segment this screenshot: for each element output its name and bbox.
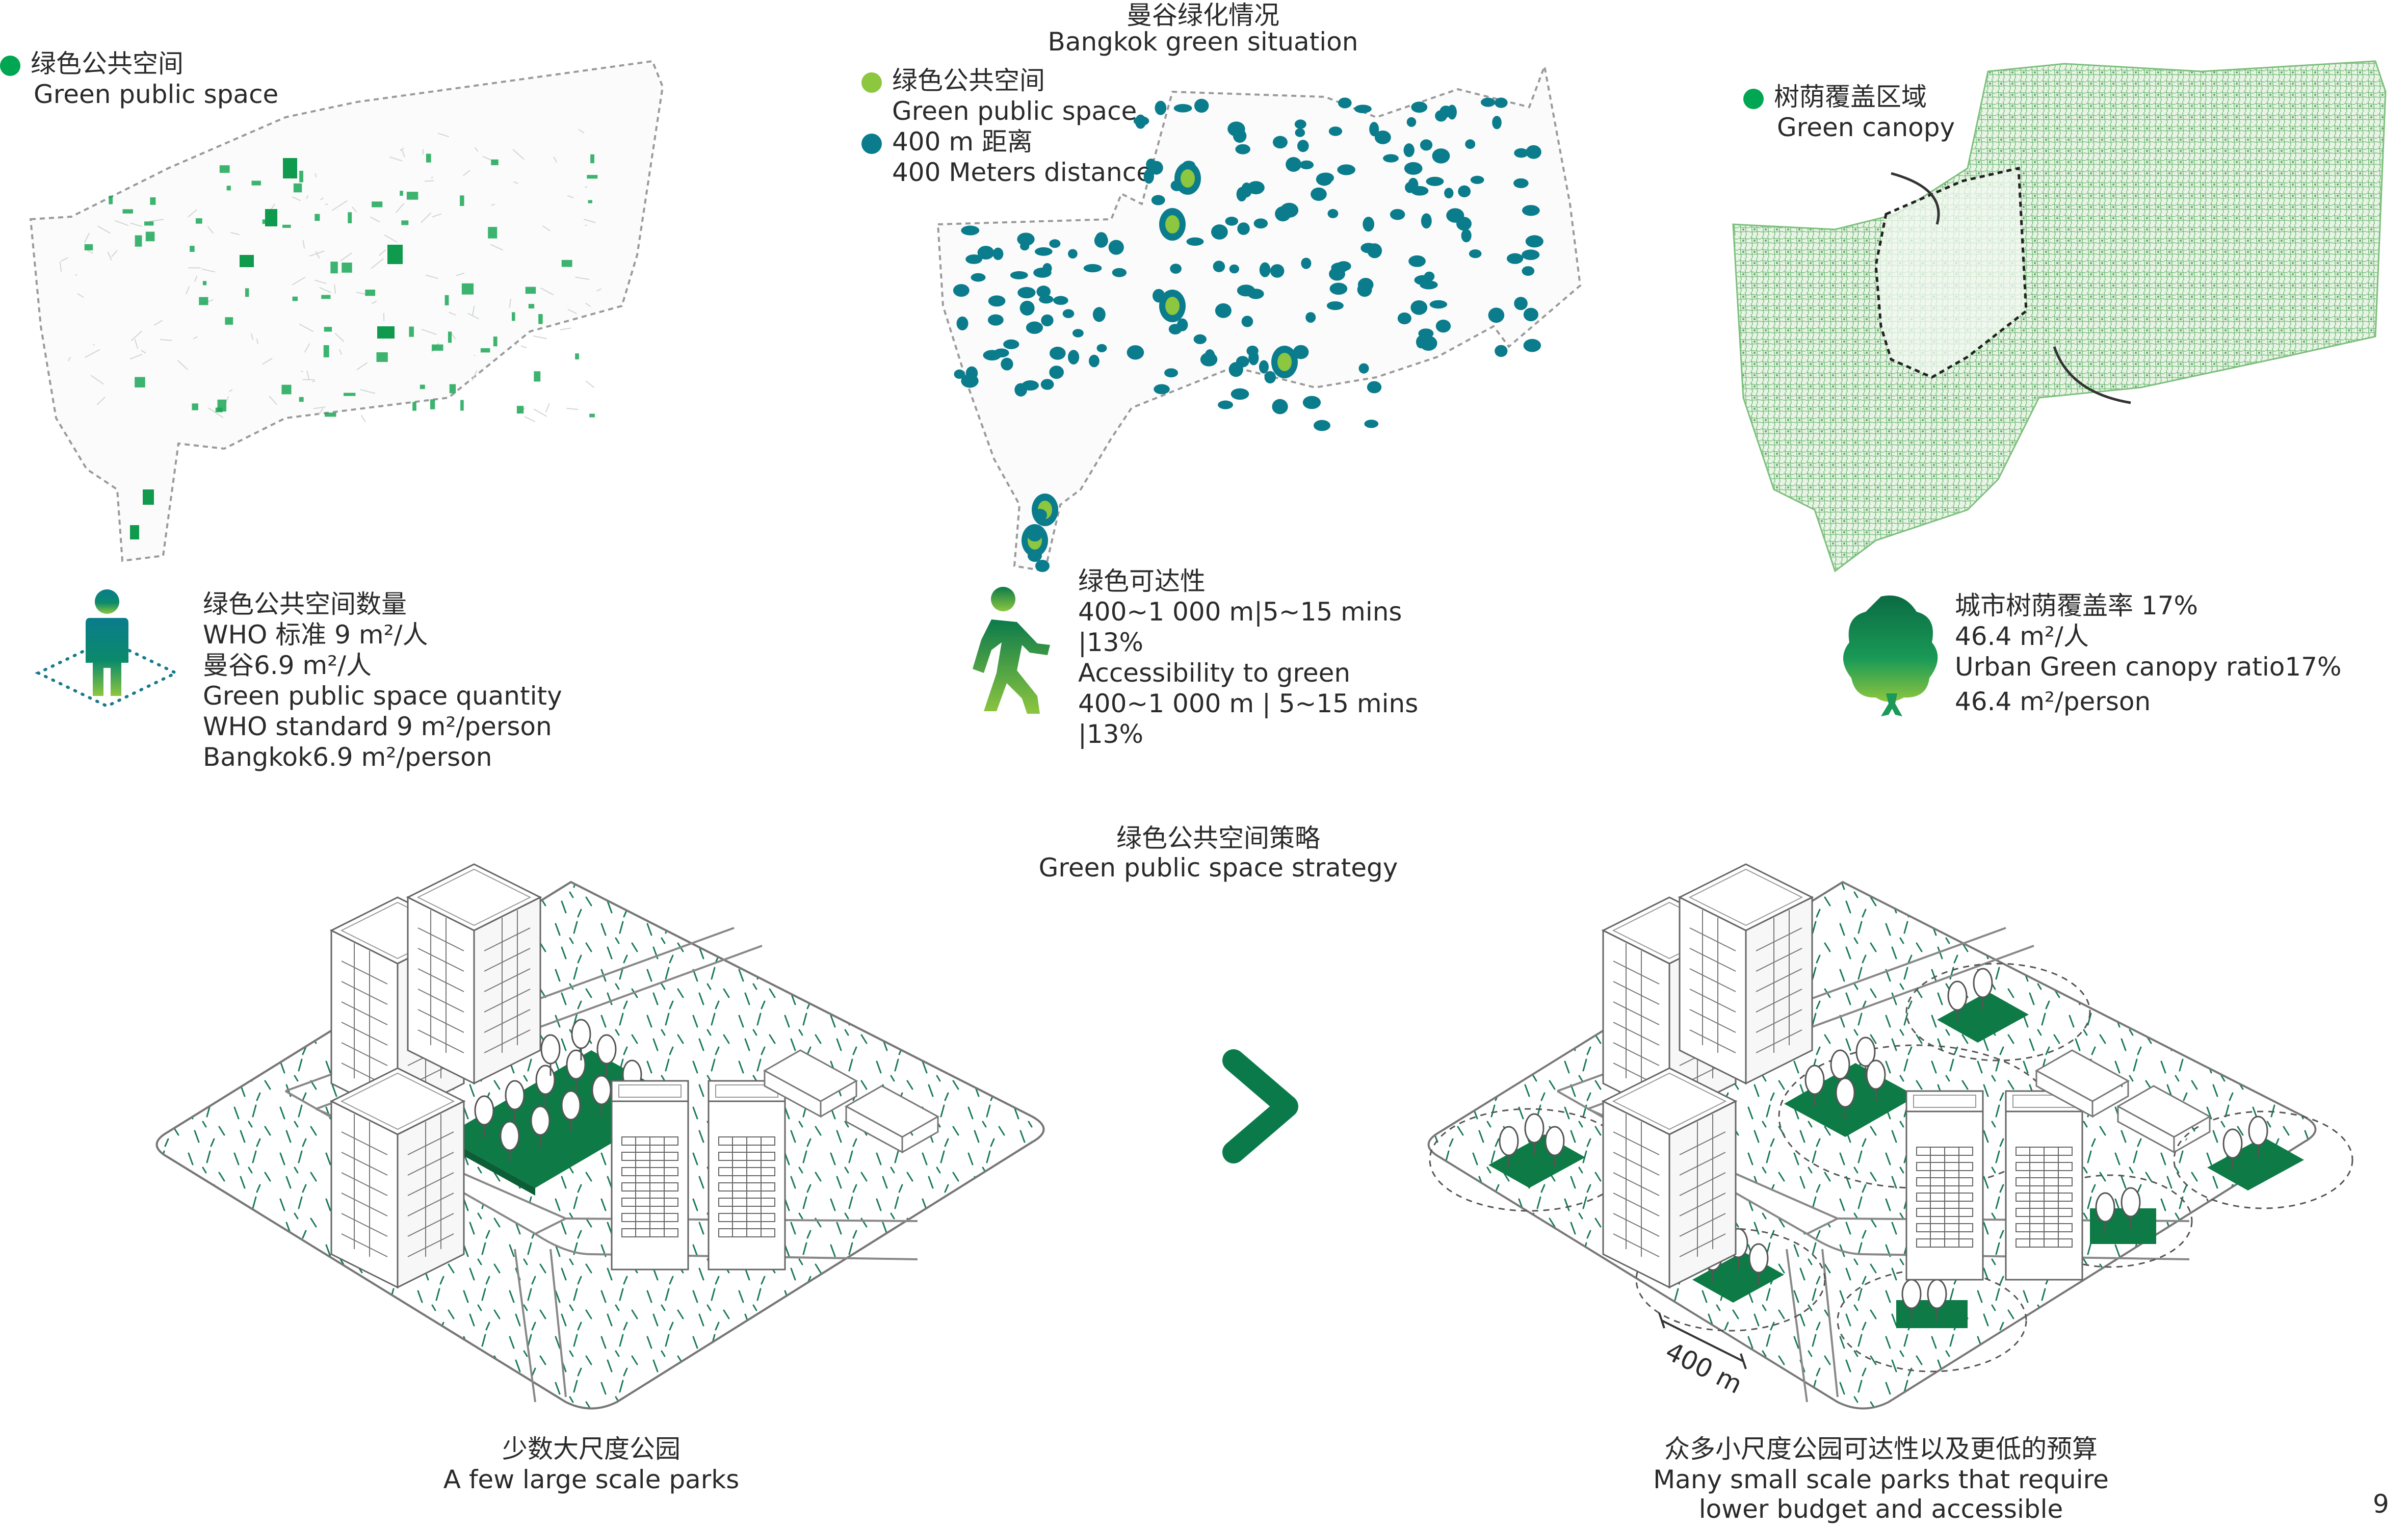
middle-legend: 绿色公共空间 Green public space 400 m 距离 400 M… (861, 65, 1152, 188)
right-caption-en-1: Many small scale parks that require (1653, 1465, 2109, 1494)
right-stats: 城市树荫覆盖率 17% 46.4 m²/人 Urban Green canopy… (1955, 590, 2341, 717)
middle-legend-1-cn: 绿色公共空间 (892, 66, 1045, 95)
teal-dot-icon (861, 133, 882, 154)
middle-stat-5: 400~1 000 m | 5~15 mins (1078, 689, 1419, 718)
middle-legend-1-en: Green public space (892, 96, 1137, 126)
green-dot-icon (0, 55, 20, 76)
left-stats: 绿色公共空间数量 WHO 标准 9 m²/人 曼谷6.9 m²/人 Green … (203, 589, 562, 772)
middle-stats: 绿色可达性 400~1 000 m|5~15 mins |13% Accessi… (1078, 566, 1418, 749)
right-stat-3: Urban Green canopy ratio17% (1955, 652, 2342, 682)
middle-legend-2-cn: 400 m 距离 (892, 127, 1033, 157)
page-number: 9 (2373, 1489, 2389, 1519)
left-legend: 绿色公共空间 Green public space (0, 48, 278, 110)
left-legend-en: Green public space (34, 80, 279, 109)
scene-few-large-parks (155, 863, 1045, 1410)
right-stat-2: 46.4 m²/人 (1955, 621, 2089, 651)
left-stat-2: WHO 标准 9 m²/人 (203, 620, 428, 650)
left-stat-4: Green public space quantity (203, 681, 562, 711)
main-title-cn: 曼谷绿化情况 (1127, 1, 1279, 30)
middle-stat-6: |13% (1078, 719, 1143, 749)
middle-legend-2-en: 400 Meters distance (892, 158, 1152, 187)
main-title-en: Bangkok green situation (1048, 27, 1358, 57)
strategy-title-cn: 绿色公共空间策略 (1116, 823, 1320, 853)
left-caption-cn: 少数大尺度公园 (502, 1434, 680, 1464)
transition-arrow-icon (1156, 1049, 1298, 1163)
left-caption-en: A few large scale parks (443, 1465, 740, 1494)
middle-stat-2: 400~1 000 m|5~15 mins (1078, 597, 1402, 627)
light-green-dot-icon (861, 72, 882, 93)
left-stat-3: 曼谷6.9 m²/人 (203, 651, 372, 680)
tree-icon (1843, 595, 1938, 716)
left-stat-6: Bangkok6.9 m²/person (203, 742, 492, 772)
right-caption-cn: 众多小尺度公园可达性以及更低的预算 (1664, 1434, 2098, 1464)
middle-stat-4: Accessibility to green (1078, 658, 1351, 688)
person-icon (35, 589, 179, 708)
green-dot-icon (1743, 88, 1764, 109)
right-legend: 树荫覆盖区域 Green canopy (1743, 82, 1955, 143)
left-legend-cn: 绿色公共空间 (31, 49, 184, 79)
middle-stat-1: 绿色可达性 (1078, 566, 1206, 596)
middle-stat-3: |13% (1078, 628, 1143, 657)
walking-person-icon (973, 587, 1050, 714)
right-caption-en-2: lower budget and accessible (1698, 1494, 2063, 1524)
left-stat-5: WHO standard 9 m²/person (203, 712, 552, 741)
strategy-title-en: Green public space strategy (1038, 853, 1398, 883)
scene-many-small-parks (1427, 863, 2353, 1410)
left-stat-1: 绿色公共空间数量 (203, 589, 407, 619)
right-stat-1: 城市树荫覆盖率 17% (1955, 591, 2198, 620)
right-legend-cn: 树荫覆盖区域 (1774, 82, 1927, 112)
right-stat-4: 46.4 m²/person (1955, 687, 2151, 716)
right-legend-en: Green canopy (1777, 113, 1955, 142)
